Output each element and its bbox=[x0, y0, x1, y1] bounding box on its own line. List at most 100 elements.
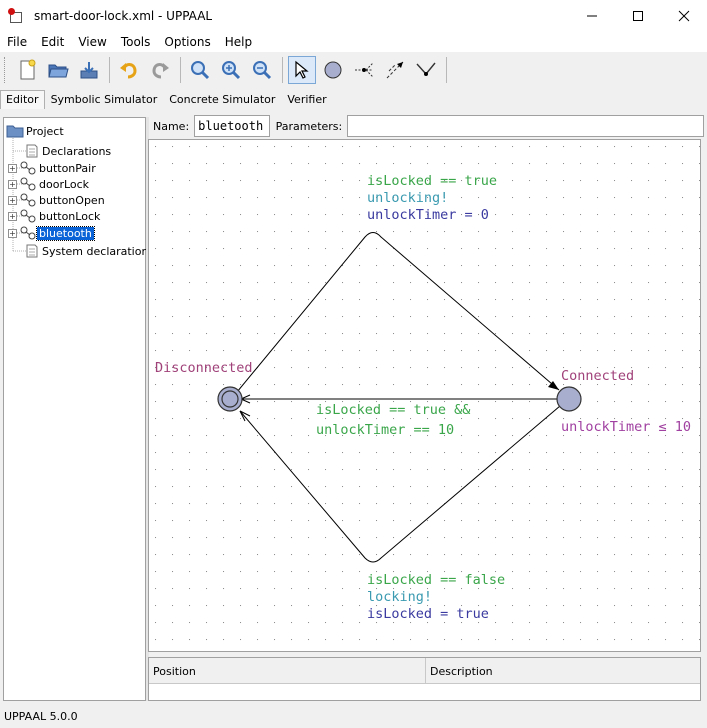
add-edge-icon bbox=[386, 61, 404, 79]
zoom-out-icon bbox=[253, 61, 272, 80]
toolbar-grip bbox=[4, 57, 7, 83]
expand-icon[interactable]: + bbox=[8, 211, 17, 221]
tree-item-bluetooth[interactable]: + bluetooth bbox=[8, 225, 95, 241]
window-title: smart-door-lock.xml - UPPAAL bbox=[34, 8, 213, 23]
maximize-button[interactable] bbox=[615, 0, 661, 31]
tab-concrete-simulator[interactable]: Concrete Simulator bbox=[169, 93, 276, 106]
save-button[interactable] bbox=[75, 56, 103, 84]
toolbar-separator bbox=[180, 57, 181, 83]
panel-splitter[interactable] bbox=[146, 117, 149, 701]
parameters-label: Parameters: bbox=[275, 119, 343, 133]
document-icon bbox=[26, 244, 38, 258]
uppaal-app-icon bbox=[8, 7, 24, 24]
add-location-button[interactable] bbox=[319, 56, 347, 84]
toolbar-separator bbox=[282, 57, 283, 83]
edge-update[interactable]: isLocked = true bbox=[367, 606, 489, 622]
problems-table-header: Position Description bbox=[149, 658, 700, 684]
automaton-canvas[interactable]: Disconnected Connected unlockTimer ≤ 10 … bbox=[148, 139, 701, 652]
zoom-in-button[interactable] bbox=[217, 56, 245, 84]
edge-locking[interactable] bbox=[239, 405, 561, 563]
tree-item-declarations[interactable]: Declarations bbox=[24, 143, 113, 159]
zoom-button[interactable] bbox=[186, 56, 214, 84]
select-tool-button[interactable] bbox=[288, 56, 316, 84]
column-header-position[interactable]: Position bbox=[149, 658, 426, 683]
name-label: Name: bbox=[153, 119, 190, 133]
tree-item-buttonlock[interactable]: + buttonLock bbox=[8, 208, 102, 224]
location-name-disconnected[interactable]: Disconnected bbox=[155, 360, 253, 376]
template-icon bbox=[20, 193, 36, 207]
tree-item-system-declarations[interactable]: System declarations bbox=[24, 243, 156, 259]
add-nail-icon bbox=[416, 62, 436, 76]
tree-label: Project bbox=[26, 124, 64, 138]
tree-label: buttonOpen bbox=[39, 193, 105, 207]
location-connected[interactable] bbox=[556, 386, 582, 412]
open-button[interactable] bbox=[44, 56, 72, 84]
column-header-description[interactable]: Description bbox=[430, 665, 493, 678]
edge-guard[interactable]: isLocked == true && bbox=[316, 402, 471, 418]
menu-view[interactable]: View bbox=[78, 34, 107, 49]
zoom-out-button[interactable] bbox=[248, 56, 276, 84]
tab-symbolic-simulator[interactable]: Symbolic Simulator bbox=[50, 93, 158, 106]
toolbar-separator bbox=[109, 57, 110, 83]
add-edge-button[interactable] bbox=[381, 56, 409, 84]
tab-verifier[interactable]: Verifier bbox=[287, 93, 327, 106]
menu-edit[interactable]: Edit bbox=[41, 34, 65, 49]
location-invariant-connected[interactable]: unlockTimer ≤ 10 bbox=[561, 419, 691, 435]
add-nail-button[interactable] bbox=[412, 56, 440, 84]
template-parameters-input[interactable] bbox=[347, 115, 704, 137]
problems-table: Position Description bbox=[148, 657, 701, 701]
initial-location-marker bbox=[221, 390, 239, 408]
minimize-icon bbox=[587, 15, 597, 16]
tree-item-buttonpair[interactable]: + buttonPair bbox=[8, 160, 98, 176]
tree-item-doorlock[interactable]: + doorLock bbox=[8, 176, 91, 192]
menu-options[interactable]: Options bbox=[164, 34, 211, 49]
zoom-icon bbox=[191, 61, 210, 80]
expand-icon[interactable]: + bbox=[8, 179, 17, 189]
status-bar: UPPAAL 5.0.0 bbox=[4, 709, 78, 723]
add-branchpoint-button[interactable] bbox=[350, 56, 378, 84]
save-icon bbox=[80, 62, 98, 79]
edge-update[interactable]: unlockTimer = 0 bbox=[367, 207, 489, 223]
template-icon bbox=[20, 209, 36, 223]
tree-label: buttonPair bbox=[39, 161, 96, 175]
folder-icon bbox=[6, 125, 24, 138]
edge-sync[interactable]: unlocking! bbox=[367, 190, 448, 206]
expand-icon[interactable]: + bbox=[8, 195, 17, 205]
template-icon bbox=[20, 161, 36, 175]
project-tree: Project Declarations + buttonPair + door… bbox=[3, 117, 154, 701]
tree-label: buttonLock bbox=[39, 209, 101, 223]
template-icon bbox=[20, 226, 36, 240]
edge-guard[interactable]: isLocked == false bbox=[367, 572, 505, 588]
edge-guard[interactable]: unlockTimer == 10 bbox=[316, 422, 454, 438]
zoom-in-icon bbox=[222, 61, 241, 80]
tab-editor[interactable]: Editor bbox=[0, 90, 45, 109]
template-name-bar: Name: bluetooth Parameters: bbox=[148, 113, 704, 139]
document-icon bbox=[26, 144, 38, 158]
maximize-icon bbox=[633, 10, 643, 21]
tab-bar: Editor Symbolic Simulator Concrete Simul… bbox=[0, 88, 707, 109]
redo-button[interactable] bbox=[146, 56, 174, 84]
edge-unlocking[interactable] bbox=[236, 232, 560, 393]
tree-label: doorLock bbox=[39, 177, 90, 191]
tree-item-project[interactable]: Project bbox=[6, 123, 66, 139]
tree-item-buttonopen[interactable]: + buttonOpen bbox=[8, 192, 107, 208]
minimize-button[interactable] bbox=[569, 0, 615, 31]
close-icon bbox=[678, 10, 690, 21]
undo-button[interactable] bbox=[115, 56, 143, 84]
redo-icon bbox=[152, 63, 169, 79]
edge-arrowhead bbox=[239, 410, 251, 422]
tree-label: System declarations bbox=[42, 244, 155, 258]
template-name-input[interactable]: bluetooth bbox=[194, 115, 270, 137]
menu-file[interactable]: File bbox=[7, 34, 28, 49]
edge-guard[interactable]: isLocked == true bbox=[367, 173, 497, 189]
expand-icon[interactable]: + bbox=[8, 163, 17, 173]
menu-tools[interactable]: Tools bbox=[120, 34, 151, 49]
close-button[interactable] bbox=[661, 0, 707, 31]
location-name-connected[interactable]: Connected bbox=[561, 368, 634, 384]
select-arrow-icon bbox=[295, 60, 309, 79]
new-button[interactable] bbox=[13, 56, 41, 84]
edge-sync[interactable]: locking! bbox=[367, 589, 432, 605]
menu-bar: File Edit View Tools Options Help bbox=[0, 31, 707, 52]
menu-help[interactable]: Help bbox=[224, 34, 253, 49]
expand-icon[interactable]: + bbox=[8, 228, 17, 238]
